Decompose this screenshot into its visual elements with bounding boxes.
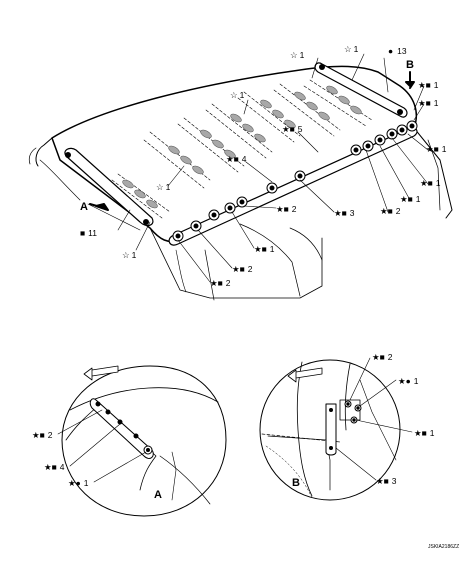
callout-c20: ★■	[210, 278, 223, 288]
molding-clips	[172, 120, 418, 242]
callout-c5: ★■	[418, 80, 431, 90]
roof-rail-left	[64, 147, 154, 227]
svg-text:★■1: ★■1	[400, 194, 421, 204]
svg-text:★■1: ★■1	[414, 428, 435, 438]
detail-a-caption: A	[154, 489, 162, 501]
svg-text:☆1: ☆1	[344, 44, 359, 54]
callout-c3: ●	[388, 46, 393, 56]
svg-text:☆1: ☆1	[156, 182, 171, 192]
callout-c1: ☆	[290, 50, 298, 60]
svg-text:★■1: ★■1	[426, 144, 447, 154]
svg-text:★■2: ★■2	[210, 278, 231, 288]
svg-text:★■2: ★■2	[380, 206, 401, 216]
callout-b3: ★■	[414, 428, 427, 438]
adhesive-pads	[122, 85, 362, 209]
callout-b1: ★■	[372, 352, 385, 362]
callout-c8: ★■	[426, 144, 439, 154]
callout-c13: ★■	[380, 206, 393, 216]
callout-c14: ★■	[334, 208, 347, 218]
svg-text:★■2: ★■2	[372, 352, 393, 362]
svg-text:★●1: ★●1	[398, 376, 419, 386]
roof-rail-rear	[314, 62, 408, 118]
figure-code: JSKIA2186ZZ	[428, 544, 459, 550]
detail-a-view	[57, 365, 227, 517]
view-b-arrow	[405, 71, 415, 89]
svg-text:★■2: ★■2	[32, 430, 53, 440]
svg-text:★■2: ★■2	[276, 204, 297, 214]
svg-text:☆1: ☆1	[290, 50, 305, 60]
callout-b4: ★■	[376, 476, 389, 486]
detail-a-callouts: ★■2 ★■4 ★●1 A	[32, 430, 162, 501]
svg-text:●13: ●13	[388, 46, 407, 56]
detail-b-view	[259, 357, 413, 501]
callout-b2: ★●	[398, 376, 411, 386]
detail-a-direction-arrow	[83, 365, 119, 381]
callout-c6: ★■	[418, 98, 431, 108]
callout-a1: ★■	[32, 430, 45, 440]
callout-c9: ★■	[226, 154, 239, 164]
svg-text:★■3: ★■3	[376, 476, 397, 486]
callout-c15: ★■	[276, 204, 289, 214]
svg-text:☆1: ☆1	[122, 250, 137, 260]
svg-text:★●1: ★●1	[68, 478, 89, 488]
svg-text:☆1: ☆1	[230, 90, 245, 100]
detail-b-caption: B	[292, 477, 300, 489]
callout-c17: ☆	[122, 250, 130, 260]
detail-b-callouts: ★■2 ★●1 ★■1 ★■3 B	[292, 352, 435, 489]
view-a-arrow	[89, 203, 109, 211]
main-view-callouts: ☆1 ☆1 ●13 ☆1 ★■1 ★■1 ★■5 ★■1 ★■4 ☆1 ★■1 …	[80, 44, 447, 288]
svg-text:★■1: ★■1	[418, 98, 439, 108]
callout-c4: ☆	[230, 90, 238, 100]
svg-text:★■1: ★■1	[420, 178, 441, 188]
svg-text:★■4: ★■4	[44, 462, 65, 472]
svg-text:★■2: ★■2	[232, 264, 253, 274]
svg-text:★■3: ★■3	[334, 208, 355, 218]
callout-c2: ☆	[344, 44, 352, 54]
callout-c10: ☆	[156, 182, 164, 192]
svg-text:■11: ■11	[80, 228, 97, 238]
svg-text:★■1: ★■1	[418, 80, 439, 90]
callout-c16: ■	[80, 228, 85, 238]
callout-c18: ★■	[254, 244, 267, 254]
callout-c11: ★■	[420, 178, 433, 188]
callout-c7: ★■	[282, 124, 295, 134]
svg-text:★■1: ★■1	[254, 244, 275, 254]
leader-lines-main	[117, 53, 429, 283]
callout-a2: ★■	[44, 462, 57, 472]
svg-text:★■5: ★■5	[282, 124, 303, 134]
callout-a3: ★●	[68, 478, 81, 488]
callout-c12: ★■	[400, 194, 413, 204]
svg-text:★■4: ★■4	[226, 154, 247, 164]
view-a-label: A	[80, 201, 88, 213]
callout-c19: ★■	[232, 264, 245, 274]
view-b-label: B	[406, 59, 414, 71]
detail-b-direction-arrow	[287, 367, 323, 383]
